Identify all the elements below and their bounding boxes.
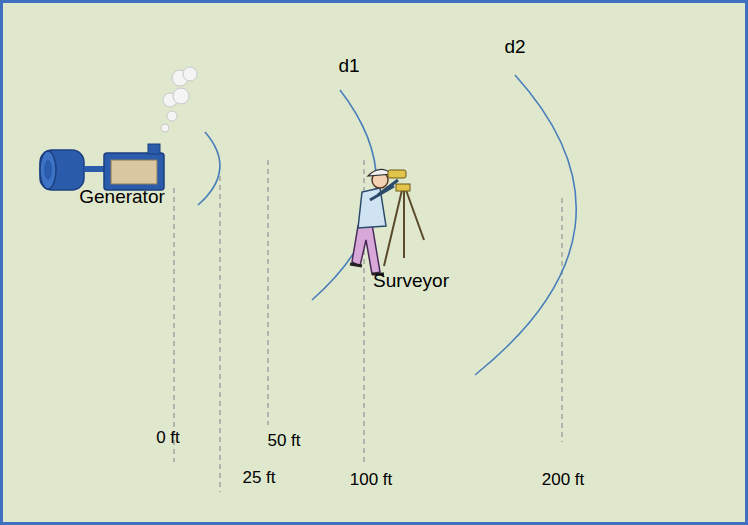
surveyor-figure <box>396 184 410 191</box>
surveyor-figure <box>384 190 424 266</box>
distance-label: d1 <box>338 56 359 77</box>
equipment-label: Generator <box>79 187 165 208</box>
generator-icon <box>84 166 106 172</box>
surveyor-figure <box>388 170 406 178</box>
exhaust-smoke <box>173 88 189 104</box>
exhaust-smoke <box>167 111 177 121</box>
distance-line <box>267 160 268 425</box>
equipment-label: Surveyor <box>373 271 449 292</box>
generator-icon <box>111 160 157 184</box>
generator-icon <box>44 160 52 180</box>
distance-label: d2 <box>504 37 525 58</box>
generator-icon <box>104 153 164 190</box>
generator-icon <box>148 144 160 154</box>
distance-marker: 25 ft <box>242 469 275 488</box>
distance-marker: 50 ft <box>267 432 300 451</box>
exhaust-smoke <box>161 124 169 132</box>
sound-arc <box>198 132 220 205</box>
surveyor-figure <box>350 169 424 274</box>
surveyor-figure <box>384 190 402 266</box>
distance-marker: 0 ft <box>156 429 180 448</box>
generator-icon <box>40 150 84 190</box>
distance-line <box>561 198 562 442</box>
surveyor-figure <box>403 190 405 258</box>
surveyor-figure <box>406 190 424 240</box>
exhaust-smoke <box>161 67 197 132</box>
distance-marker: 100 ft <box>350 471 393 490</box>
sound-arc <box>475 75 576 375</box>
surveyor-figure <box>350 264 362 266</box>
generator-icon <box>40 144 164 190</box>
sound-arc <box>198 75 576 375</box>
distance-line <box>173 188 174 462</box>
distance-line <box>174 160 562 492</box>
distance-marker: 200 ft <box>542 471 585 490</box>
generator-icon <box>40 151 56 189</box>
exhaust-smoke <box>183 67 197 81</box>
distance-line <box>219 176 220 492</box>
